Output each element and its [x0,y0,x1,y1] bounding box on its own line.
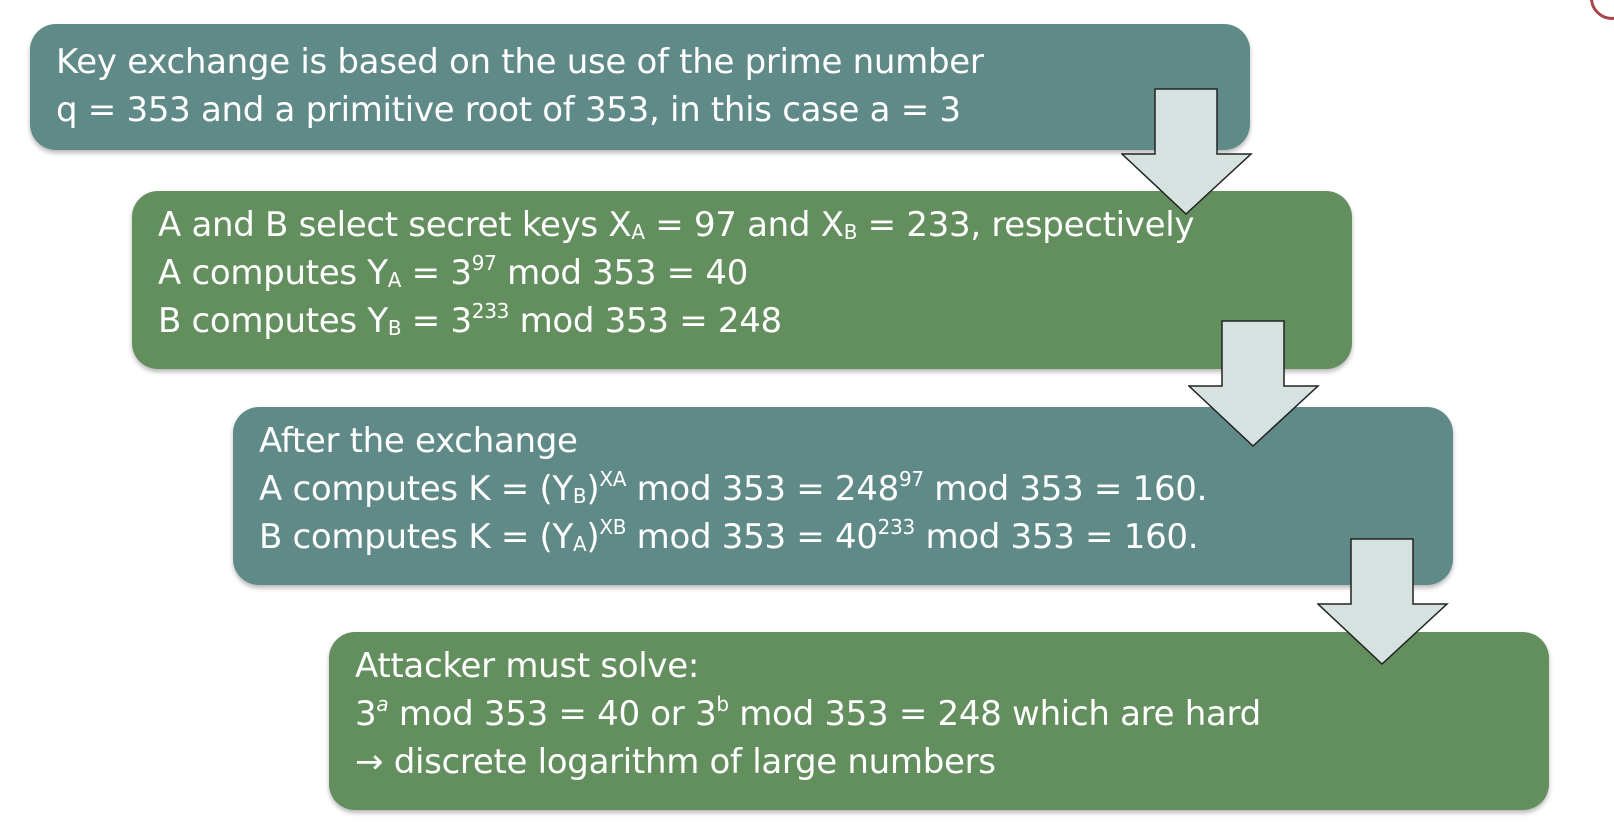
step1-line-1: Key exchange is based on the use of the … [56,42,984,82]
text-span: B computes Y [158,301,388,341]
arrow-shape [1188,320,1320,448]
step4-line-2: 3a mod 353 = 40 or 3b mod 353 = 248 whic… [355,690,1549,738]
text-span: = 3 [401,253,472,293]
italic-text: a [376,692,389,716]
text-span: mod 353 = 160. [923,469,1208,509]
step-box-2: A and B select secret keys XA = 97 and X… [132,191,1352,369]
step4-line-3: → discrete logarithm of large numbers [355,742,996,782]
arrow-shape [1317,538,1449,666]
subscript: A [572,532,587,556]
text-span: 3 [355,694,377,734]
superscript: a [376,692,388,716]
superscript: 97 [898,467,924,491]
subscript: A [631,220,645,244]
text-span: = 97 and X [644,205,844,245]
arrow-shape [1121,88,1253,216]
step3-line-1: After the exchange [259,421,578,461]
logo-icon [1590,0,1614,20]
text-span: ) [586,469,600,509]
text-span: A computes K = (Y [259,469,573,509]
step2-line-3: B computes YB = 3233 mod 353 = 248 [158,297,1352,345]
subscript: B [572,484,587,508]
step-box-4: Attacker must solve: 3a mod 353 = 40 or … [329,632,1549,810]
subscript: B [387,316,402,340]
superscript: XB [599,515,627,539]
text-span: ) [586,517,600,557]
subscript: B [843,220,858,244]
text-span: = 233, respectively [857,205,1195,245]
step2-line-2: A computes YA = 397 mod 353 = 40 [158,249,1352,297]
step3-line-2: A computes K = (YB)XA mod 353 = 24897 mo… [259,465,1453,513]
step3-line-3: B computes K = (YA)XB mod 353 = 40233 mo… [259,513,1453,561]
text-span: B computes K = (Y [259,517,573,557]
text-span: mod 353 = 40 [626,517,878,557]
text-span: mod 353 = 248 [509,301,783,341]
superscript: 233 [471,299,510,323]
superscript: b [716,692,729,716]
superscript: XA [599,467,627,491]
text-span: mod 353 = 160. [914,517,1199,557]
text-span: mod 353 = 40 [496,253,749,293]
down-arrow-icon [1317,538,1449,666]
step2-line-1: A and B select secret keys XA = 97 and X… [158,201,1352,249]
superscript: 233 [877,515,916,539]
text-span: A computes Y [158,253,388,293]
text-span: mod 353 = 40 or 3 [388,694,717,734]
down-arrow-icon [1121,88,1253,216]
down-arrow-icon [1188,320,1320,448]
step4-line-1: Attacker must solve: [355,646,700,686]
superscript: 97 [471,251,497,275]
text-span: A and B select secret keys X [158,205,632,245]
text-span: mod 353 = 248 [626,469,900,509]
subscript: A [387,268,402,292]
text-span: = 3 [401,301,472,341]
step1-line-2: q = 353 and a primitive root of 353, in … [56,90,961,130]
step-box-1: Key exchange is based on the use of the … [30,24,1250,150]
text-span: mod 353 = 248 which are hard [728,694,1261,734]
